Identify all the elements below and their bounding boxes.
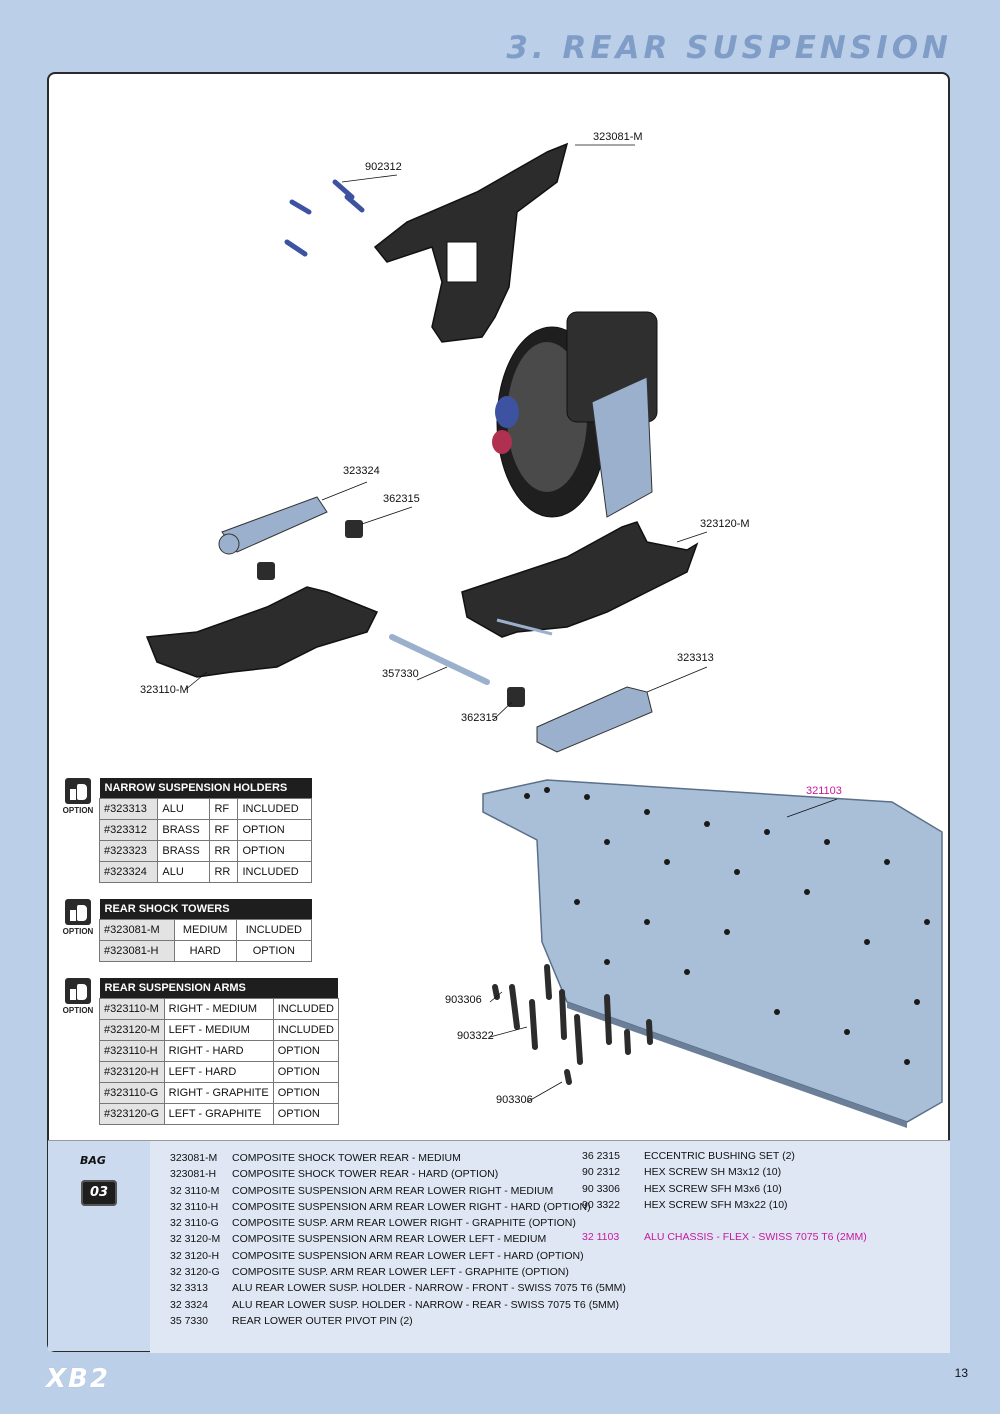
label-902312: 902312: [365, 161, 402, 173]
chassis-screws: [492, 964, 653, 1085]
left-lower-arm: [145, 586, 379, 678]
label-362315-top: 362315: [383, 493, 420, 505]
leader-lines: [184, 144, 838, 1103]
label-362315-bottom: 362315: [461, 712, 498, 724]
label-357330: 357330: [382, 668, 419, 680]
table-title: NARROW SUSPENSION HOLDERS: [99, 778, 312, 799]
option-thumb-icon: OPTION: [60, 899, 96, 936]
table-title: REAR SUSPENSION ARMS: [99, 978, 339, 999]
page-number: 13: [954, 1366, 968, 1380]
holder-323313: [536, 686, 653, 753]
bag-panel: [48, 1140, 150, 1351]
table-title: REAR SHOCK TOWERS: [99, 899, 312, 920]
label-323324: 323324: [343, 465, 380, 477]
page-title: 3. REAR SUSPENSION: [506, 30, 952, 66]
screws-902312: [284, 179, 365, 257]
chassis-plate: [482, 779, 943, 1123]
brand-logo: XB2: [46, 1364, 110, 1394]
label-323081-m: 323081-M: [593, 131, 643, 143]
option-thumb-icon: OPTION: [60, 778, 96, 815]
right-lower-arm: [461, 521, 699, 638]
label-323120-m: 323120-M: [700, 518, 750, 530]
label-903306-bottom: 903306: [496, 1094, 533, 1106]
bag-label: BAG: [80, 1154, 106, 1167]
pivot-pin: [389, 634, 490, 685]
label-323313: 323313: [677, 652, 714, 664]
parts-list-panel: [150, 1140, 950, 1353]
label-321103: 321103: [806, 785, 842, 797]
label-903322: 903322: [457, 1030, 494, 1042]
option-thumb-icon: OPTION: [60, 978, 96, 1015]
label-323110-m: 323110-M: [140, 684, 189, 696]
bag-number-badge: 03: [81, 1180, 117, 1206]
exploded-diagram: [145, 142, 943, 1128]
label-903306-top: 903306: [445, 994, 482, 1006]
chassis-holes: [524, 787, 930, 1065]
list-item: [582, 1213, 867, 1229]
bushing-362315: [345, 520, 363, 538]
